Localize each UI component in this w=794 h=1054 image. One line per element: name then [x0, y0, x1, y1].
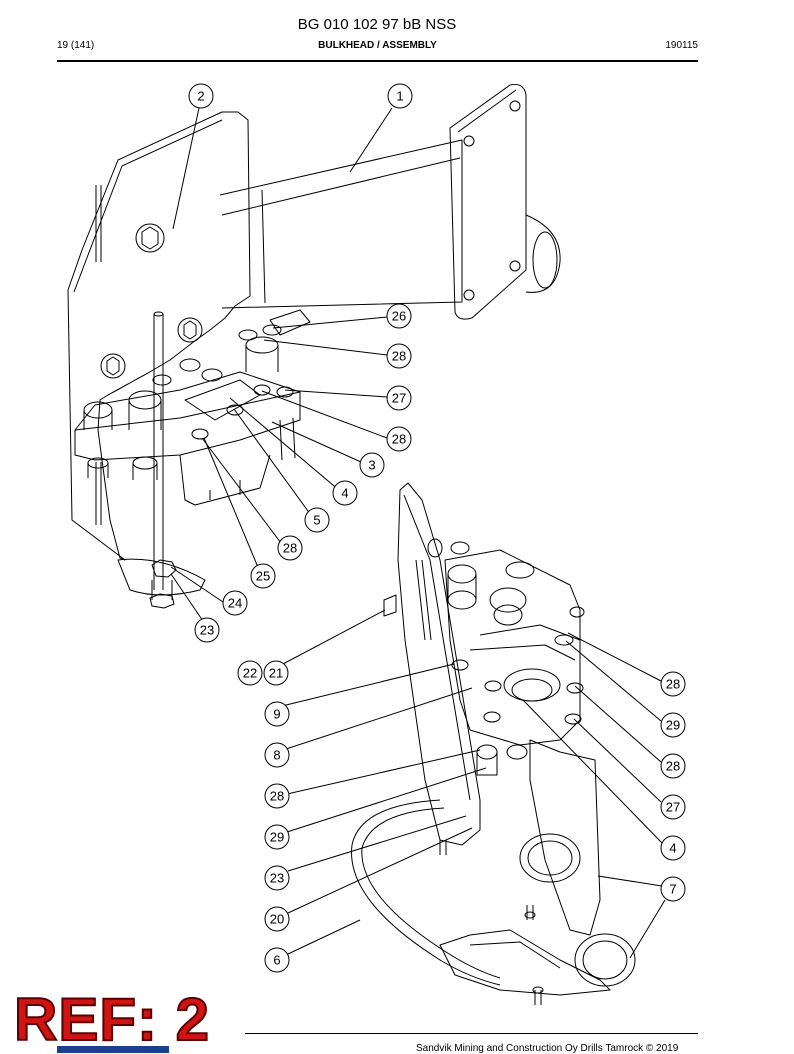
- callout-label: 3: [368, 458, 375, 473]
- callout-24: 24: [222, 590, 248, 616]
- callout-label: 29: [666, 718, 680, 733]
- sandvik-logo: [57, 1046, 169, 1053]
- callout-2: 2: [188, 83, 214, 109]
- callout-label: 5: [313, 513, 320, 528]
- callout-28: 28: [277, 535, 303, 561]
- upper-assembly-view: [67, 84, 561, 609]
- footer-copyright: Sandvik Mining and Construction Oy Drill…: [416, 1043, 679, 1054]
- callout-3: 3: [359, 452, 385, 478]
- callout-label: 1: [396, 89, 403, 104]
- ref-stamp: REF: 2: [13, 985, 211, 1054]
- callout-label: 28: [392, 349, 406, 364]
- callout-label: 29: [270, 830, 284, 845]
- header-row: 19 (141) BULKHEAD / ASSEMBLY 190115: [57, 40, 698, 56]
- callout-27: 27: [660, 794, 686, 820]
- callout-25: 25: [250, 563, 276, 589]
- callout-7: 7: [660, 876, 686, 902]
- section-title: BULKHEAD / ASSEMBLY: [318, 40, 437, 51]
- callout-label: 26: [392, 309, 406, 324]
- callout-leaders: [170, 107, 666, 959]
- callout-label: 2: [197, 89, 204, 104]
- callout-27: 27: [386, 385, 412, 411]
- callout-label: 9: [273, 707, 280, 722]
- header-divider: [57, 60, 698, 62]
- callout-label: 23: [200, 623, 214, 638]
- callout-label: 27: [392, 391, 406, 406]
- callout-label: 28: [270, 789, 284, 804]
- callout-label: 22: [243, 666, 257, 681]
- callout-label: 28: [666, 759, 680, 774]
- callout-label: 27: [666, 800, 680, 815]
- callout-4: 4: [332, 480, 358, 506]
- callout-label: 24: [228, 596, 242, 611]
- callout-9: 9: [264, 701, 290, 727]
- callout-29: 29: [660, 712, 686, 738]
- callout-23: 23: [194, 617, 220, 643]
- callout-6: 6: [264, 947, 290, 973]
- callout-label: 4: [341, 486, 348, 501]
- callout-5: 5: [304, 507, 330, 533]
- callout-label: 28: [283, 541, 297, 556]
- callout-21: 21: [263, 660, 289, 686]
- page-number: 19 (141): [57, 40, 95, 51]
- callout-28: 28: [660, 753, 686, 779]
- footer-divider: [245, 1033, 698, 1034]
- callout-label: 21: [269, 666, 283, 681]
- callout-label: 28: [666, 677, 680, 692]
- callout-22: 22: [237, 660, 263, 686]
- callout-label: 8: [273, 748, 280, 763]
- callout-29: 29: [264, 824, 290, 850]
- callout-label: 4: [669, 841, 676, 856]
- callout-label: 7: [669, 882, 676, 897]
- document-code: 190115: [665, 40, 698, 51]
- callout-label: 20: [270, 912, 284, 927]
- lower-assembly-view: [351, 482, 636, 1005]
- callout-label: 6: [273, 953, 280, 968]
- callout-8: 8: [264, 742, 290, 768]
- callout-label: 25: [256, 569, 270, 584]
- callout-20: 20: [264, 906, 290, 932]
- document-title: BG 010 102 97 bB NSS: [297, 16, 457, 33]
- callout-26: 26: [386, 303, 412, 329]
- callout-28: 28: [386, 343, 412, 369]
- callout-23: 23: [264, 865, 290, 891]
- callout-4: 4: [660, 835, 686, 861]
- callout-28: 28: [264, 783, 290, 809]
- callout-label: 23: [270, 871, 284, 886]
- callout-label: 28: [392, 432, 406, 447]
- callout-1: 1: [387, 83, 413, 109]
- callout-28: 28: [386, 426, 412, 452]
- callout-28: 28: [660, 671, 686, 697]
